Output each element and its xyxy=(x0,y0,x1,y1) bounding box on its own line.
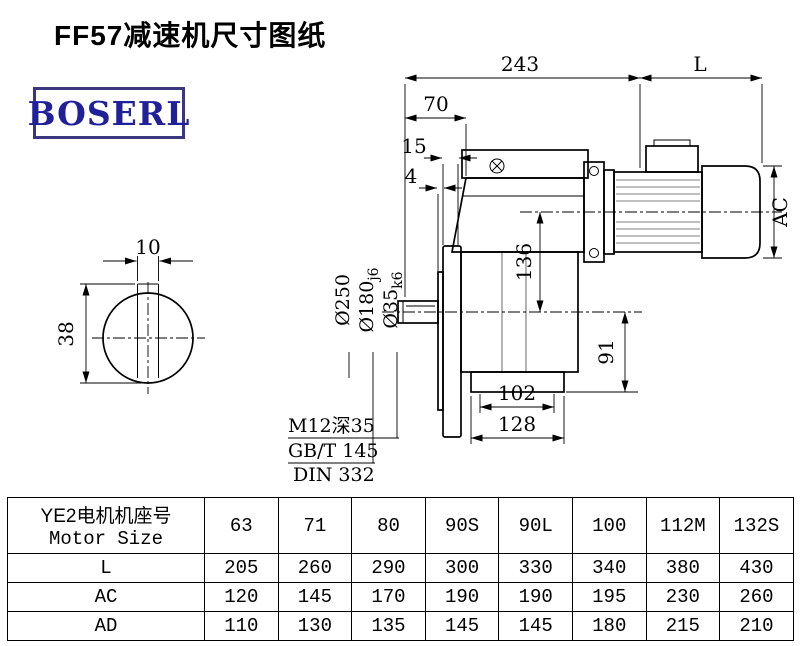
vertical-dimensions: 136 91 AC xyxy=(512,165,792,393)
table-header-cn: YE2电机机座号 xyxy=(40,506,172,527)
motor-size-col-header: 80 xyxy=(351,497,426,554)
dim-102: 102 xyxy=(498,381,536,405)
motor-size-col-header: 112M xyxy=(645,497,721,554)
shaft-end-view: 10 38 xyxy=(54,235,205,394)
motor-view xyxy=(520,139,782,263)
table-cell: 130 xyxy=(277,611,353,641)
table-cell: 290 xyxy=(351,553,426,583)
row-label: AD xyxy=(7,611,205,641)
row-label: AC xyxy=(7,582,205,612)
dim-spigot-diameter: Ø180j6 xyxy=(356,267,382,332)
table-cell: 330 xyxy=(498,553,573,583)
dim-128: 128 xyxy=(498,412,536,436)
table-row-AD: AD 110 130 135 145 145 180 215 210 xyxy=(7,611,794,641)
dim-key-depth: 38 xyxy=(54,321,78,346)
bottom-dimensions: 102 128 xyxy=(470,381,565,444)
row-label: L xyxy=(7,553,205,583)
table-header-motor-size: YE2电机机座号 Motor Size xyxy=(7,497,205,554)
table-header-row: YE2电机机座号 Motor Size 63 71 80 90S 90L 100… xyxy=(7,497,794,554)
table-cell: 190 xyxy=(424,582,500,612)
motor-size-col-header: 71 xyxy=(277,497,353,554)
table-cell: 180 xyxy=(571,611,647,641)
dim-136: 136 xyxy=(512,243,536,281)
dim-key-width: 10 xyxy=(135,235,160,259)
dim-15: 15 xyxy=(401,134,426,158)
table-cell: 210 xyxy=(719,611,794,641)
dim-91: 91 xyxy=(594,339,618,364)
motor-size-col-header: 100 xyxy=(571,497,647,554)
page-title: FF57减速机尺寸图纸 xyxy=(54,20,327,51)
motor-size-col-header: 90S xyxy=(424,497,500,554)
table-cell: 110 xyxy=(204,611,279,641)
dim-70: 70 xyxy=(423,92,448,116)
dim-overall-length: 243 xyxy=(501,52,539,76)
dim-flange-diameter: Ø250 xyxy=(332,274,354,326)
note-din-standard: DIN 332 xyxy=(293,464,375,486)
motor-size-table: YE2电机机座号 Motor Size 63 71 80 90S 90L 100… xyxy=(7,497,794,641)
table-cell: 430 xyxy=(719,553,794,583)
dim-shaft-diameter: Ø35k6 xyxy=(380,271,406,328)
table-cell: 170 xyxy=(351,582,426,612)
table-cell: 135 xyxy=(351,611,426,641)
diameter-labels: Ø250 Ø180j6 Ø35k6 M12深35 GB/T 145 DIN 33… xyxy=(288,267,406,486)
table-cell: 340 xyxy=(571,553,647,583)
table-cell: 145 xyxy=(424,611,500,641)
table-cell: 230 xyxy=(645,582,721,612)
note-gb-standard: GB/T 145 xyxy=(288,440,379,462)
table-cell: 195 xyxy=(571,582,647,612)
motor-size-col-header: 132S xyxy=(719,497,794,554)
brand-logo: BOSERL xyxy=(28,87,189,139)
table-cell: 380 xyxy=(645,553,721,583)
top-dimensions: 243 L 70 15 4 xyxy=(401,52,763,297)
table-cell: 190 xyxy=(498,582,573,612)
motor-size-col-header: 90L xyxy=(498,497,573,554)
dim-motor-length: L xyxy=(693,52,706,76)
table-cell: 205 xyxy=(204,553,279,583)
table-row-L: L 205 260 290 300 330 340 380 430 xyxy=(7,553,794,583)
table-cell: 215 xyxy=(645,611,721,641)
note-tapped-hole: M12深35 xyxy=(288,415,375,437)
table-header-en: Motor Size xyxy=(48,528,164,550)
table-cell: 260 xyxy=(277,553,353,583)
table-cell: 120 xyxy=(204,582,279,612)
table-cell: 260 xyxy=(719,582,794,612)
table-cell: 300 xyxy=(424,553,500,583)
motor-size-col-header: 63 xyxy=(204,497,279,554)
dim-4: 4 xyxy=(405,164,418,188)
table-row-AC: AC 120 145 170 190 190 195 230 260 xyxy=(7,582,794,612)
dim-AC: AC xyxy=(768,197,792,228)
table-cell: 145 xyxy=(277,582,353,612)
table-cell: 145 xyxy=(498,611,573,641)
